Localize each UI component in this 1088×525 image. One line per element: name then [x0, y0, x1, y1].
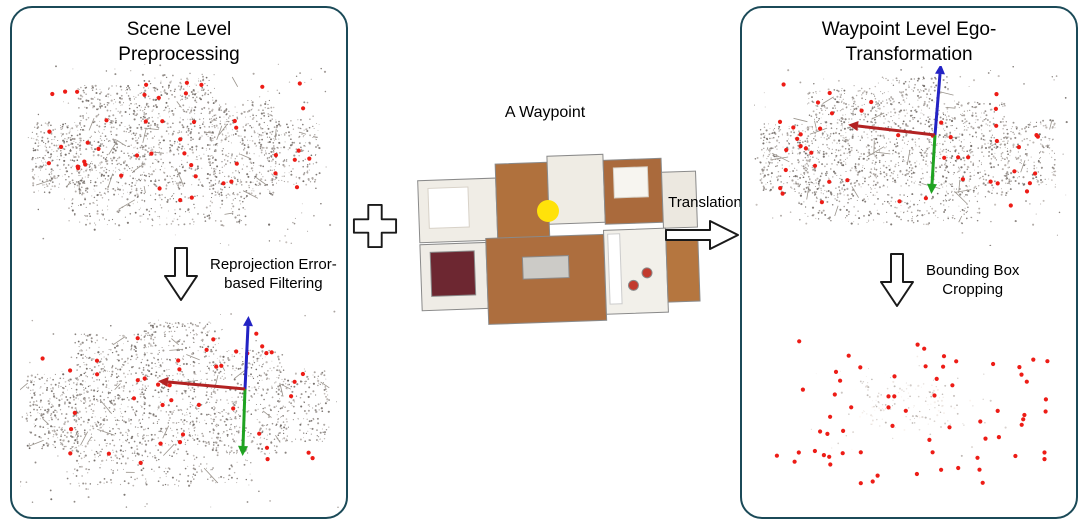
left-panel-title: Scene Level Preprocessing — [118, 19, 240, 65]
down-arrow-icon — [164, 247, 198, 301]
plus-icon — [352, 203, 398, 249]
right-panel-title: Waypoint Level Ego- Transformation — [821, 19, 997, 65]
scene-preprocessing-panel: Scene Level Preprocessing Reprojection E… — [10, 6, 348, 519]
waypoint-point-cloud — [754, 66, 1068, 246]
translation-label: Translation — [668, 194, 742, 211]
waypoint-label: A Waypoint — [504, 104, 586, 121]
filtering-step-label: Reprojection Error- based Filtering — [210, 255, 337, 293]
ego-transformation-panel: Waypoint Level Ego- Transformation Bound… — [740, 6, 1078, 519]
waypoint-dot — [537, 200, 559, 222]
cropped-object-points — [774, 339, 1050, 486]
floorplan-rooms — [417, 153, 701, 325]
scene-point-cloud-raw — [27, 63, 332, 246]
scene-point-cloud-filtered — [20, 310, 339, 509]
down-arrow-icon — [880, 253, 914, 307]
cropping-step-label: Bounding Box Cropping — [926, 261, 1020, 299]
floorplan-image — [417, 153, 701, 325]
right-arrow-icon — [665, 220, 739, 250]
filtering-step: Reprojection Error- based Filtering — [164, 246, 337, 302]
cropping-step: Bounding Box Cropping — [880, 252, 1019, 308]
